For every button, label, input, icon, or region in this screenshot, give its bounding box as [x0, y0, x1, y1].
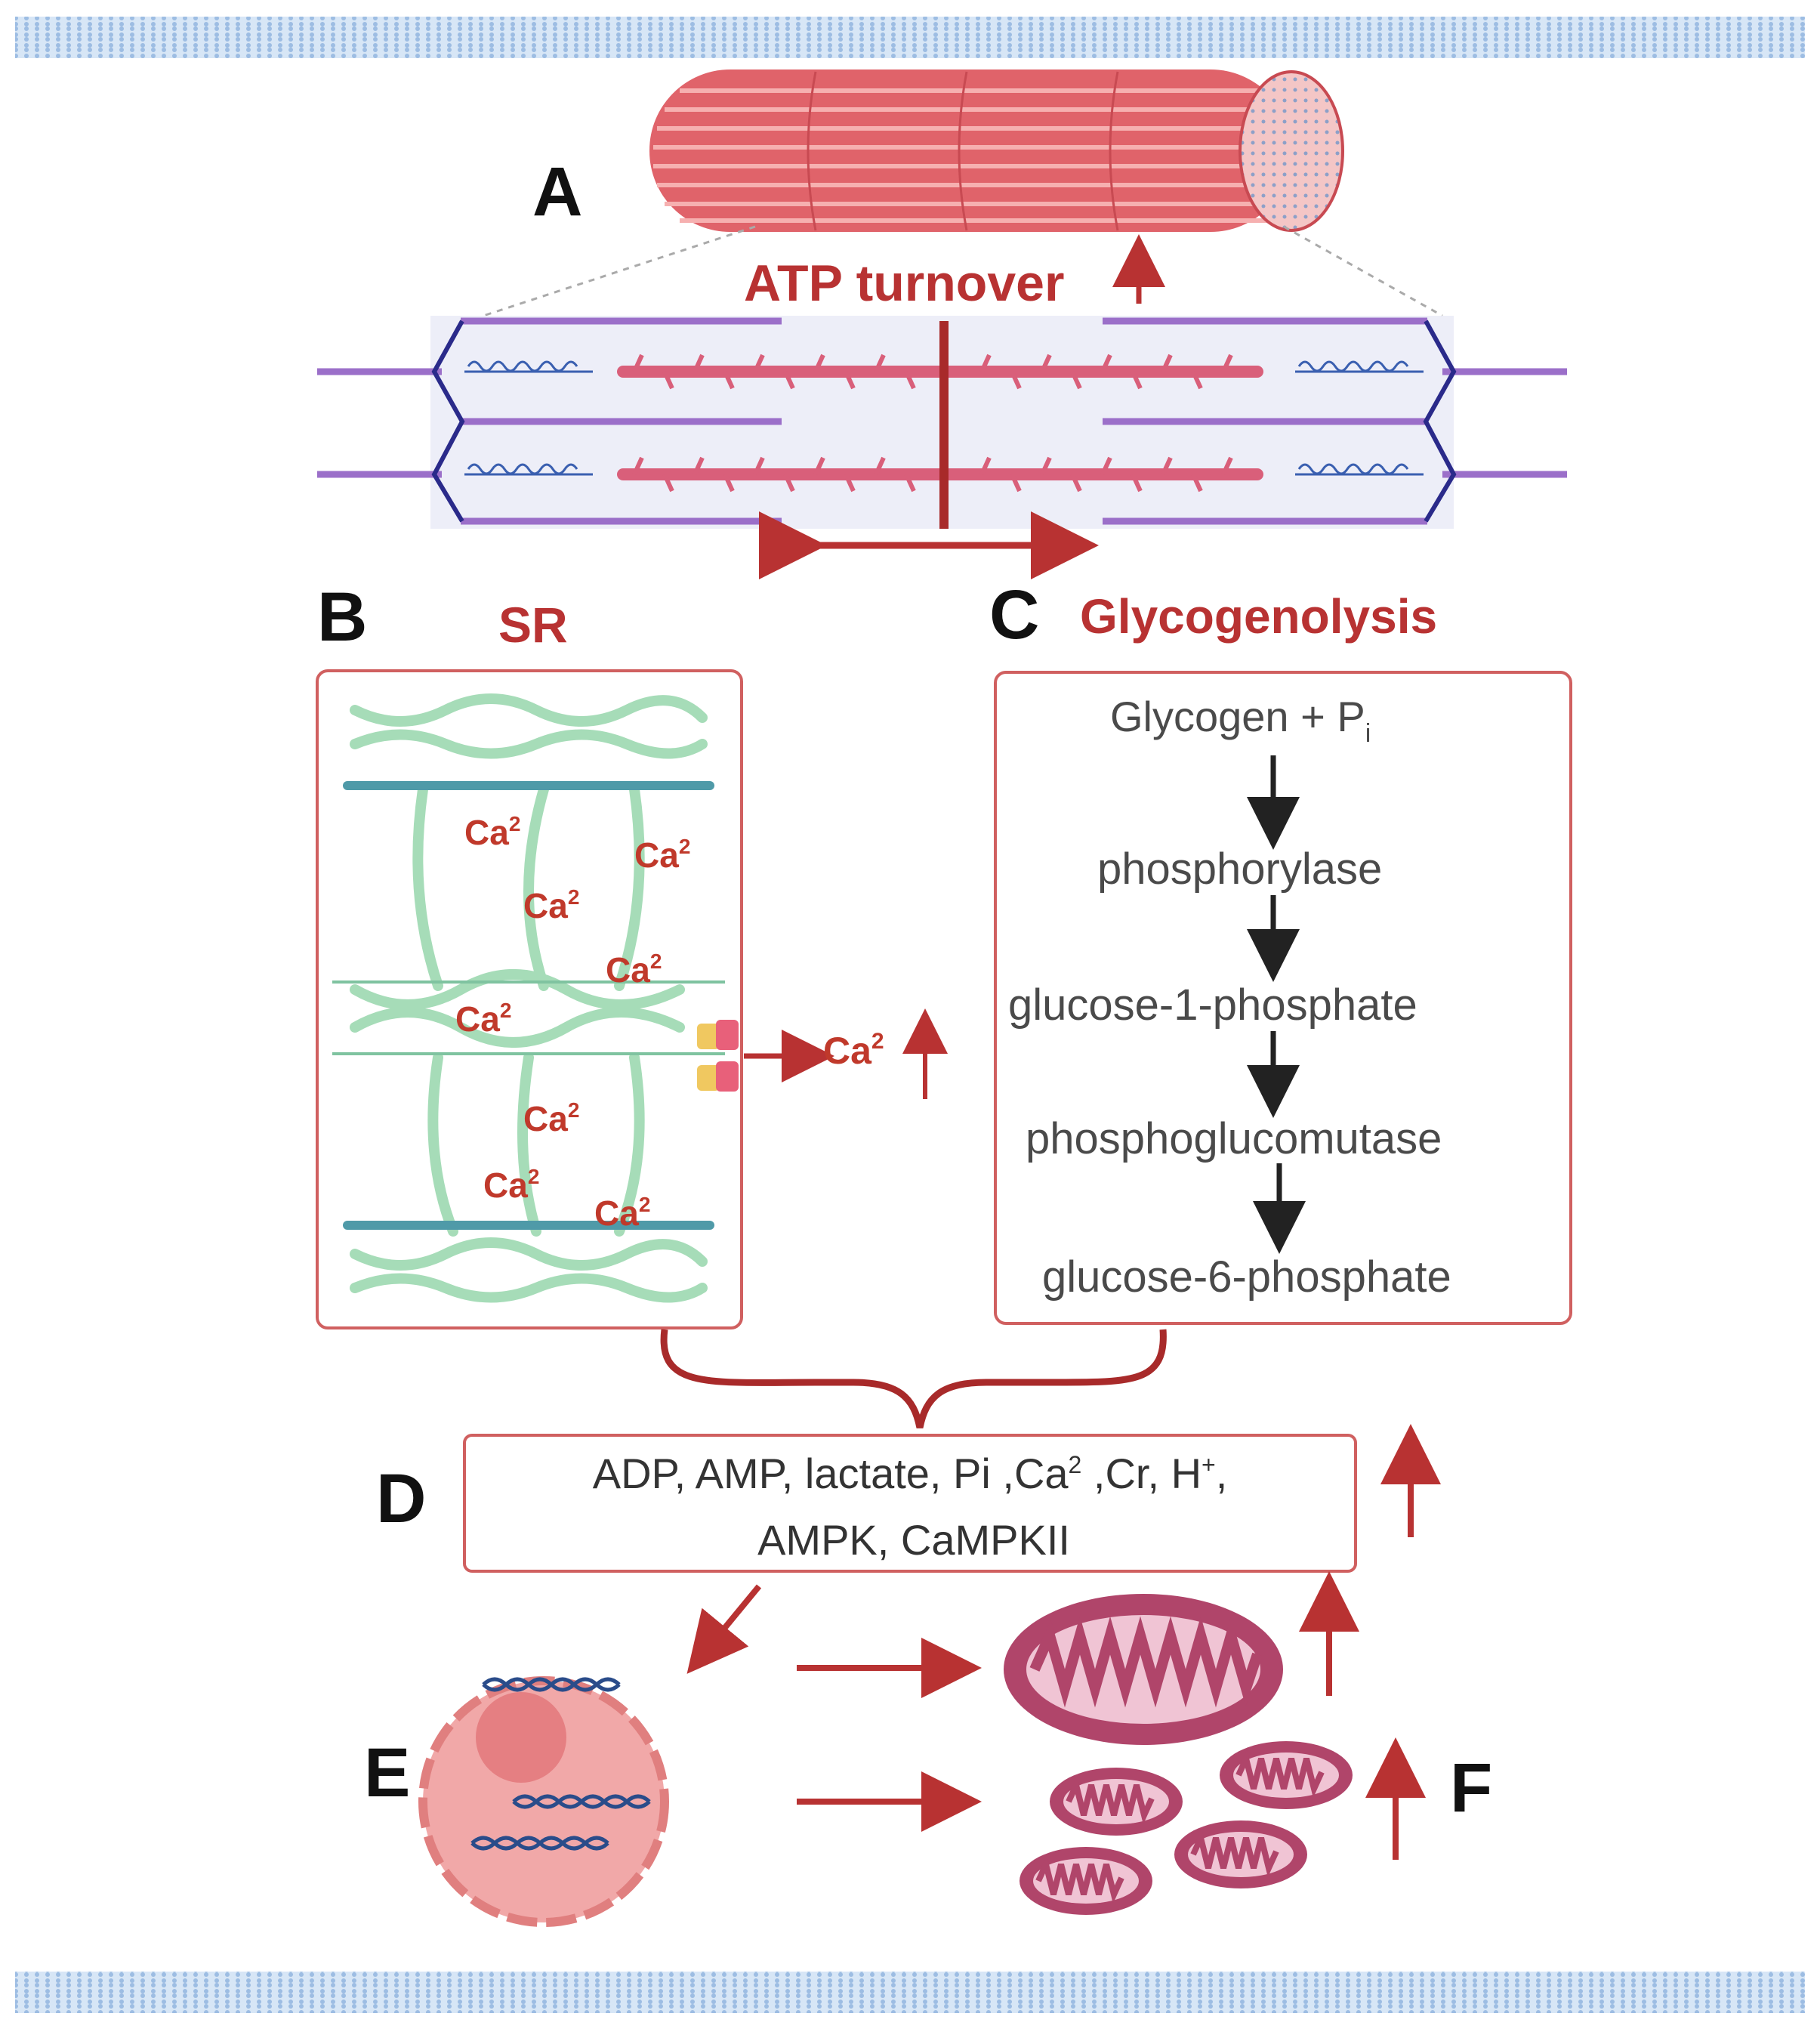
sr-calcium-labels: Ca2 Ca2 Ca2 Ca2 Ca2 Ca2 Ca2 Ca2	[455, 812, 690, 1233]
glycogenolysis-title: Glycogenolysis	[1080, 589, 1437, 644]
merge-brace	[660, 1329, 1167, 1428]
sr-ca-label: Ca2	[606, 950, 662, 990]
sr-ca-label: Ca2	[483, 1165, 539, 1205]
sr-ca-label: Ca2	[464, 812, 520, 852]
step-glucose-6-phosphate: glucose-6-phosphate	[1042, 1252, 1451, 1302]
signals-line-1: ADP, AMP, lactate, Pi ,Ca2 ,Cr, H+,	[593, 1450, 1228, 1497]
zoom-line-left	[483, 225, 756, 317]
calcium-channel-icon	[697, 1020, 739, 1092]
sr-network-icon	[332, 693, 725, 1303]
sr-ca-label: Ca2	[455, 999, 511, 1039]
large-mitochondrion-icon	[1004, 1594, 1283, 1745]
released-ca-label: Ca2	[823, 1029, 884, 1072]
atp-turnover-label: ATP turnover	[744, 255, 1064, 312]
signals-box	[463, 1434, 1357, 1573]
zoom-line-right	[1283, 225, 1443, 317]
bottom-membrane	[15, 1972, 1805, 2013]
small-mitochondria-icon	[1020, 1741, 1353, 1915]
label-e: E	[364, 1734, 410, 1811]
label-b: B	[317, 579, 367, 656]
top-membrane	[15, 17, 1805, 58]
label-a: A	[532, 153, 582, 230]
glycogenolysis-box	[994, 671, 1572, 1325]
sarcomere-diagram	[317, 316, 1567, 529]
sr-title: SR	[498, 597, 568, 653]
sr-ca-label: Ca2	[523, 1098, 579, 1138]
step-phosphorylase: phosphorylase	[1097, 845, 1382, 894]
label-f: F	[1450, 1749, 1492, 1827]
nucleus-icon	[418, 1676, 669, 1927]
sr-ca-label: Ca2	[634, 835, 690, 875]
label-c: C	[989, 576, 1039, 653]
muscle-fiber-icon	[649, 69, 1344, 232]
glycogen-substrate: Glycogen + Pi	[1110, 693, 1371, 748]
step-glucose-1-phosphate: glucose-1-phosphate	[1008, 980, 1417, 1030]
signals-line-2: AMPK, CaMPKII	[757, 1516, 1070, 1564]
to-nucleus-arrow	[686, 1584, 762, 1674]
label-d: D	[376, 1460, 426, 1537]
step-phosphoglucomutase: phosphoglucomutase	[1026, 1114, 1442, 1163]
sr-ca-label: Ca2	[594, 1193, 650, 1233]
sr-ca-label: Ca2	[523, 885, 579, 925]
